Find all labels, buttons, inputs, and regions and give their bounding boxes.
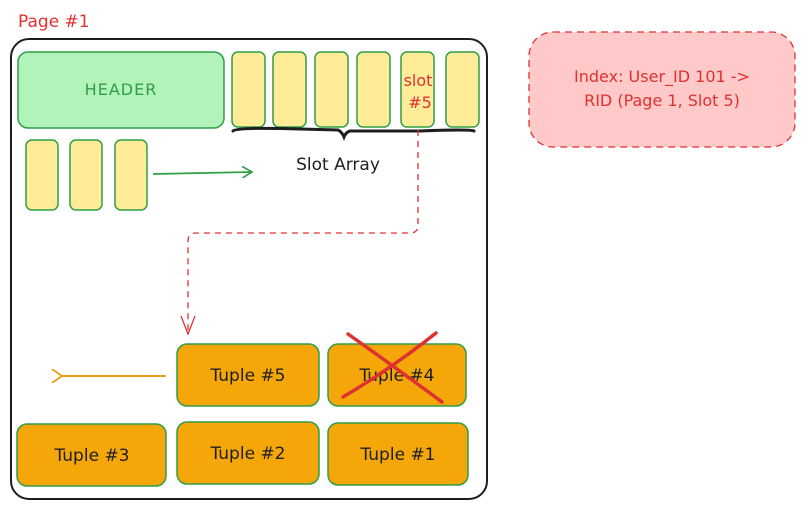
tuple-2-box [176, 421, 320, 485]
index-note-line1: Index: User_ID 101 -> [574, 67, 750, 87]
tuple-3-label: Tuple #3 [53, 446, 129, 466]
index-note-line2: RID (Page 1, Slot 5) [584, 91, 740, 110]
header-block [17, 51, 225, 129]
slot-cell [314, 51, 349, 128]
tuple-3-box [16, 423, 167, 487]
slot-array-label: Slot Array [296, 155, 380, 175]
tuple-1-label: Tuple #1 [359, 445, 435, 465]
page-frame [10, 38, 488, 500]
slot-cell-5 [400, 51, 435, 128]
page-title: Page #1 [18, 12, 90, 32]
slot-growth-arrow [152, 172, 252, 174]
tuple-1-box [327, 422, 469, 486]
index-note-box [528, 31, 796, 148]
tuple-2-label: Tuple #2 [209, 444, 285, 464]
slot-array-second-row [25, 139, 148, 211]
slot-array-top-row [231, 51, 480, 128]
slot-cell [356, 51, 391, 128]
tuple-4-box [327, 343, 467, 407]
tuple-5-box [176, 343, 320, 407]
slot-cell [445, 51, 480, 128]
slot-cell [114, 139, 148, 211]
slot-5-pointer-arrow [187, 130, 419, 330]
slot-cell [272, 51, 307, 128]
slot-array-brace [231, 126, 476, 142]
slot-cell [231, 51, 266, 128]
tuple-4-deleted-cross [341, 331, 444, 404]
slot-5-pointer-arrowhead [180, 315, 196, 336]
slot-cell [25, 139, 59, 211]
tuple-5-label: Tuple #5 [209, 366, 285, 386]
slot-cell [69, 139, 103, 211]
slot-5-label-line2: #5 [408, 93, 432, 112]
header-label: HEADER [85, 80, 158, 99]
slot-5-label-line1: slot [404, 71, 433, 90]
